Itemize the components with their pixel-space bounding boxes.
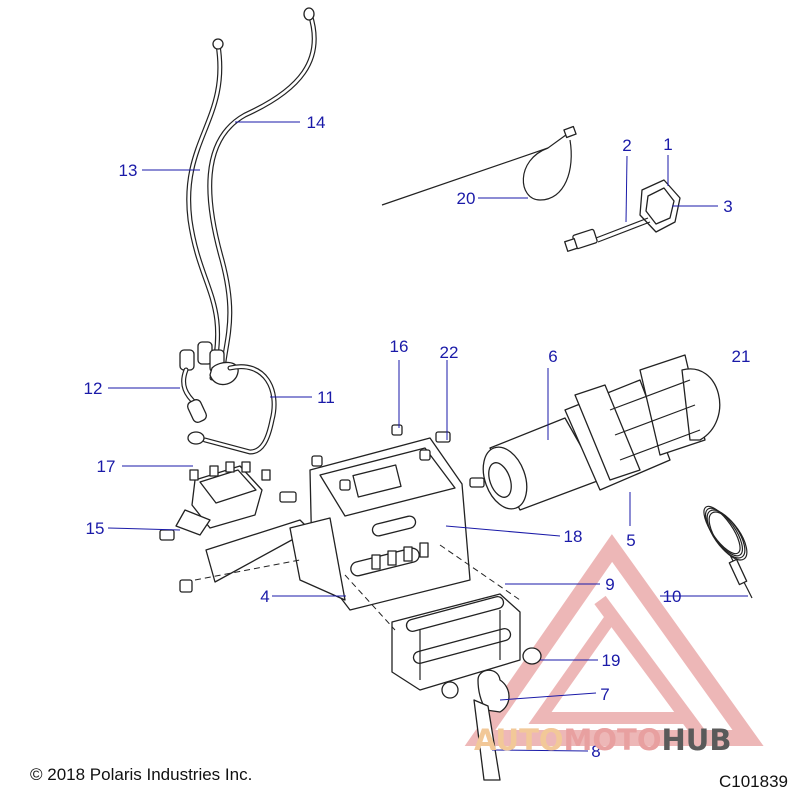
- watermark-part-1: AUTO: [474, 723, 564, 757]
- callout-1: 1: [663, 135, 672, 154]
- winch-hook-7: [473, 669, 510, 781]
- battery-cable-13: [186, 38, 224, 381]
- callout-3: 3: [723, 197, 732, 216]
- callout-labels: 1 2 3 4 5 6 7 8 9 10 11 12 13 14 15 16 1…: [84, 113, 751, 761]
- wire-rope-10: [703, 505, 753, 599]
- callout-10: 10: [663, 587, 682, 606]
- callout-20: 20: [457, 189, 476, 208]
- callout-21: 21: [732, 347, 751, 366]
- terminal-boots-12: [179, 341, 239, 423]
- callout-9: 9: [605, 575, 614, 594]
- callout-17: 17: [97, 457, 116, 476]
- rocker-switch-1: [639, 179, 681, 233]
- contactor-solenoid: [175, 461, 297, 536]
- callout-11: 11: [317, 388, 335, 407]
- switch-harness-2: [564, 217, 651, 252]
- ground-cable-11: [187, 364, 277, 455]
- callout-6: 6: [548, 347, 557, 366]
- callout-19: 19: [602, 651, 621, 670]
- bumper-19: [522, 647, 542, 665]
- callout-2: 2: [622, 136, 631, 155]
- winch-assembly: [469, 354, 721, 511]
- callout-22: 22: [440, 343, 459, 362]
- leader-lines: [107, 121, 748, 752]
- callout-8: 8: [591, 742, 600, 761]
- callout-7: 7: [600, 685, 609, 704]
- watermark-part-3: HUB: [662, 723, 732, 757]
- watermark-part-2: MOTO: [564, 723, 662, 757]
- callout-12: 12: [84, 379, 103, 398]
- callout-13: 13: [119, 161, 138, 180]
- battery-cable-14: [207, 7, 317, 381]
- copyright-text: © 2018 Polaris Industries Inc.: [30, 765, 252, 784]
- diagram-code: C101839: [719, 772, 788, 791]
- watermark-logo: [464, 534, 764, 746]
- cable-tie-20: [381, 125, 577, 206]
- callout-15: 15: [86, 519, 105, 538]
- roller-fairlead-9: [391, 593, 521, 691]
- callout-14: 14: [307, 113, 326, 132]
- callout-18: 18: [564, 527, 583, 546]
- callout-16: 16: [390, 337, 409, 356]
- watermark-text: AUTOMOTOHUB: [474, 723, 731, 757]
- callout-4: 4: [260, 587, 269, 606]
- bumper: [441, 681, 459, 699]
- callout-5: 5: [626, 531, 635, 550]
